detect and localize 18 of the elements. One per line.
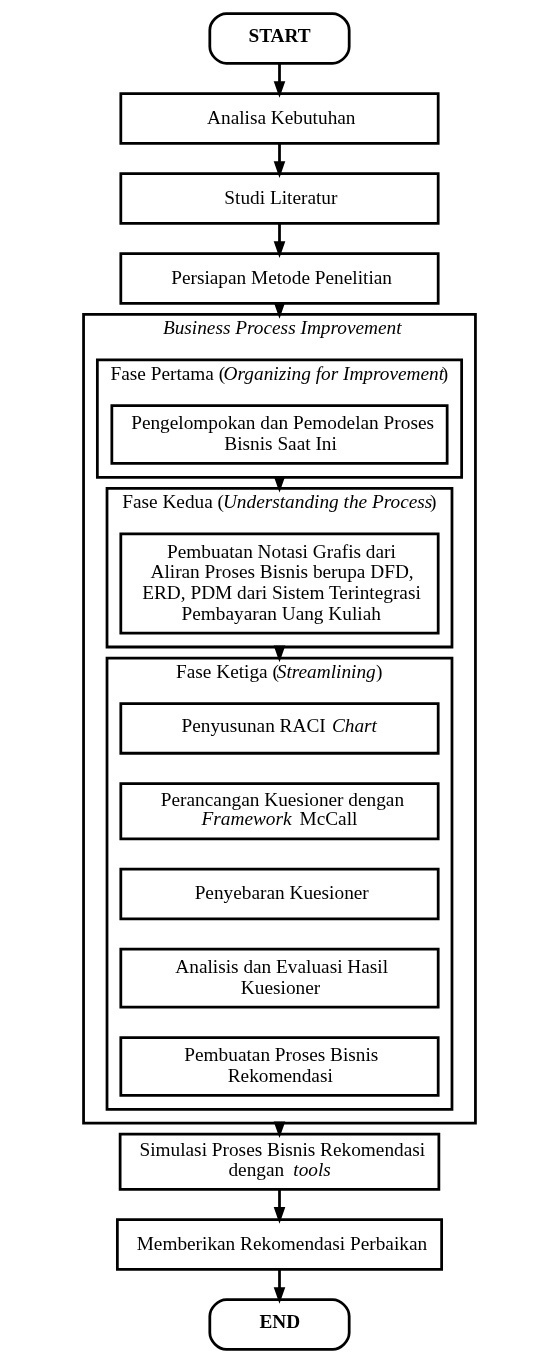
- node-box: Memberikan Rekomendasi Perbaikan: [115, 1218, 443, 1271]
- node-box: Analisa Kebutuhan: [118, 92, 440, 145]
- arrow: [273, 63, 285, 98]
- arrow: [273, 1189, 285, 1224]
- node-box: END: [207, 1298, 351, 1351]
- node-box: START: [207, 12, 351, 65]
- node-box: Simulasi Proses Bisnis Rekomendasi dengan tools: [118, 1132, 440, 1191]
- node-box: Penyusunan RACI Chart: [118, 702, 440, 755]
- node-box: Pembuatan Proses Bisnis Rekomendasi: [118, 1036, 440, 1097]
- node-box: Perancangan Kuesioner dengan Framework McCall: [118, 782, 440, 841]
- node-box: Pengelompokan dan Pemodelan Proses Bisnis Saat Ini: [109, 404, 449, 465]
- node-box: Studi Literatur: [118, 172, 440, 225]
- arrow: [273, 223, 285, 258]
- node-box: Analisis dan Evaluasi Hasil Kuesioner: [118, 947, 440, 1009]
- node-box: Penyebaran Kuesioner: [118, 867, 440, 921]
- arrow: [273, 143, 285, 178]
- node-box: Pembuatan Notasi Grafis dari Aliran Proses Bisnis berupa DFD, ERD, PDM dari Sistem Terintegrasi Pembayaran Uang Kuliah: [118, 532, 440, 635]
- arrow: [273, 1269, 285, 1304]
